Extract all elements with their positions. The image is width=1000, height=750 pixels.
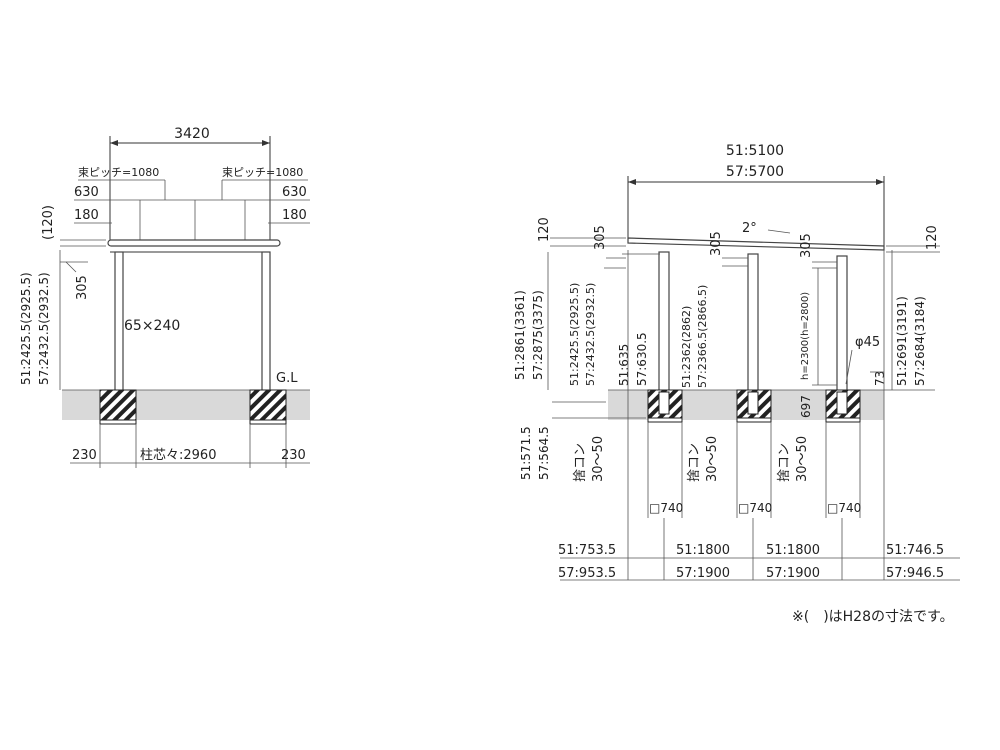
side-square-740-3: □740 bbox=[827, 501, 861, 515]
side-slope: 2° bbox=[742, 221, 757, 236]
front-630-left: 630 bbox=[74, 185, 99, 200]
front-post-height-57: 57:2432.5(2932.5) bbox=[37, 272, 51, 385]
front-post-size: 65×240 bbox=[124, 318, 180, 334]
footnote: ※( )はH28の寸法です。 bbox=[792, 609, 954, 625]
side-emb-51: 51:635 bbox=[617, 344, 631, 386]
side-emb-57: 57:630.5 bbox=[635, 332, 649, 386]
side-dim3-51: 51:1800 bbox=[766, 543, 820, 558]
side-beam-305-1: 305 bbox=[593, 225, 608, 250]
front-post-left bbox=[114, 251, 124, 413]
side-roof-left-thickness: 120 bbox=[537, 217, 552, 242]
side-depth-51: 51:5100 bbox=[726, 143, 784, 159]
side-dim1-51: 51:753.5 bbox=[558, 543, 616, 558]
side-square-740-1: □740 bbox=[649, 501, 683, 515]
side-sutecon-range-1: 30～50 bbox=[591, 436, 606, 482]
front-630-right: 630 bbox=[282, 185, 307, 200]
side-sutecon-1: 捨コン bbox=[572, 443, 588, 482]
side-sutecon-range-2: 30～50 bbox=[705, 436, 720, 482]
front-180-left: 180 bbox=[74, 208, 99, 223]
front-width-label: 3420 bbox=[174, 126, 210, 142]
side-post-3 bbox=[836, 255, 848, 413]
side-post3-h: h=2300(h=2800) bbox=[800, 292, 811, 380]
side-post2-h-51: 51:2362(2862) bbox=[680, 306, 693, 388]
side-square-740-2: □740 bbox=[738, 501, 772, 515]
front-post-span: 柱芯々:2960 bbox=[140, 448, 216, 463]
side-phi: φ45 bbox=[855, 335, 880, 350]
front-footing-left-width: 230 bbox=[72, 448, 97, 463]
front-view: 3420 束ピッチ=1080 束ピッチ=1080 630 630 180 180… bbox=[19, 126, 310, 468]
front-gl: G.L bbox=[276, 371, 298, 386]
side-sutecon-3: 捨コン bbox=[776, 443, 792, 482]
front-beam-depth: 305 bbox=[75, 275, 90, 300]
side-base-73: 73 bbox=[873, 371, 887, 386]
side-right-h-51: 51:2691(3191) bbox=[895, 296, 909, 386]
side-footing-57: 57:564.5 bbox=[537, 426, 551, 480]
side-right-h-57: 57:2684(3184) bbox=[913, 296, 927, 386]
front-post-right bbox=[261, 251, 271, 413]
side-emb-697: 697 bbox=[799, 395, 813, 418]
side-beam-305-3: 305 bbox=[799, 233, 814, 258]
side-total-h-51: 51:2861(3361) bbox=[513, 290, 527, 380]
side-total-h-57: 57:2875(3375) bbox=[531, 290, 545, 380]
side-sutecon-range-3: 30～50 bbox=[795, 436, 810, 482]
side-dim1-57: 57:953.5 bbox=[558, 566, 616, 581]
front-180-right: 180 bbox=[282, 208, 307, 223]
front-post-height-51: 51:2425.5(2925.5) bbox=[19, 272, 33, 385]
side-post2-h-57: 57:2366.5(2866.5) bbox=[696, 285, 709, 388]
side-roof bbox=[627, 237, 885, 251]
front-footing-left bbox=[99, 389, 137, 421]
side-dim2-51: 51:1800 bbox=[676, 543, 730, 558]
side-dim2-57: 57:1900 bbox=[676, 566, 730, 581]
side-beam-305-2: 305 bbox=[709, 231, 724, 256]
side-post-2 bbox=[747, 253, 759, 413]
side-dim3-57: 57:1900 bbox=[766, 566, 820, 581]
front-pitch-right: 束ピッチ=1080 bbox=[222, 166, 303, 179]
side-post1-h-51: 51:2425.5(2925.5) bbox=[568, 283, 581, 386]
side-post-1 bbox=[658, 251, 670, 413]
side-view: 51:5100 57:5700 2° 120 120 305 305 305 bbox=[513, 143, 960, 581]
front-footing-right bbox=[249, 389, 287, 421]
side-footing-51: 51:571.5 bbox=[519, 426, 533, 480]
side-depth-57: 57:5700 bbox=[726, 164, 784, 180]
side-sutecon-2: 捨コン bbox=[686, 443, 702, 482]
front-roof-thickness: (120) bbox=[41, 205, 56, 240]
side-post1-h-57: 57:2432.5(2932.5) bbox=[584, 283, 597, 386]
side-dim4-57: 57:946.5 bbox=[886, 566, 944, 581]
side-dim4-51: 51:746.5 bbox=[886, 543, 944, 558]
side-roof-right-thickness: 120 bbox=[925, 225, 940, 250]
front-pitch-left: 束ピッチ=1080 bbox=[78, 166, 159, 179]
front-footing-right-width: 230 bbox=[281, 448, 306, 463]
